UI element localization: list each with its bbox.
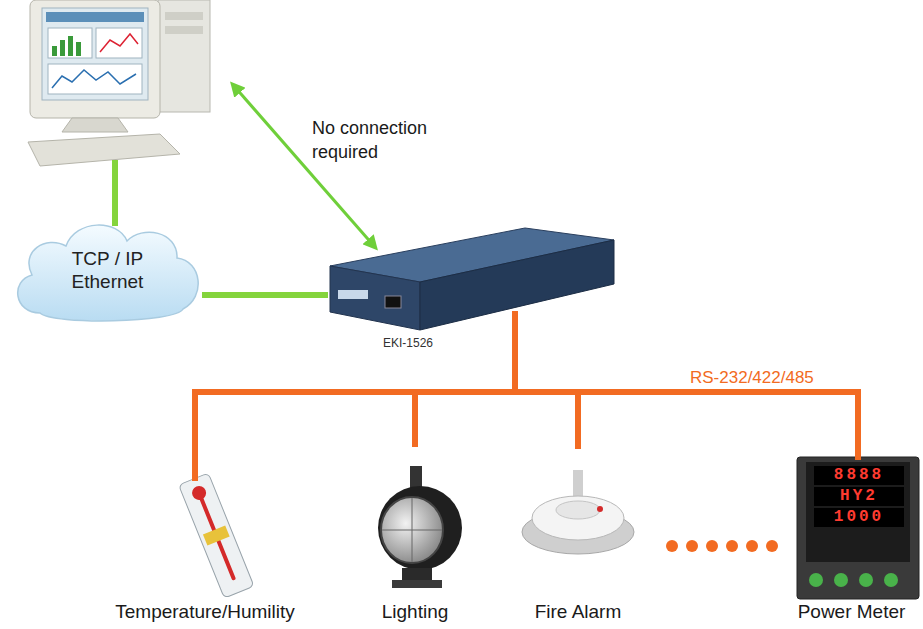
- continuation-dots: [666, 540, 778, 552]
- cloud-shape: [18, 225, 198, 321]
- screen-panel: [96, 28, 142, 58]
- chart-line: [52, 70, 136, 88]
- bus-label: RS-232/422/485: [690, 368, 814, 388]
- meter-reading: 8888: [814, 466, 904, 485]
- meter-display: [814, 466, 904, 485]
- network-cloud: TCP / IP Ethernet: [10, 215, 205, 325]
- sensor-device: Temperature/Humility: [80, 478, 330, 626]
- drive-slot: [165, 12, 203, 20]
- meter-button: [809, 573, 823, 587]
- model-name: EKI-1526: [383, 336, 433, 350]
- device-name: Fire Alarm: [535, 600, 622, 626]
- device-name: Lighting: [382, 600, 449, 626]
- device-name: Temperature/Humility: [115, 600, 295, 626]
- device-front: [330, 266, 420, 330]
- keyboard: [28, 134, 180, 166]
- sensor-bulb: [190, 484, 208, 502]
- meter-reading: 1000: [814, 508, 904, 527]
- lamp-housing: [378, 486, 462, 570]
- drive-slot: [165, 26, 203, 34]
- chart-line: [100, 34, 138, 52]
- meter-display: [814, 487, 904, 506]
- monitor-frame: [30, 0, 160, 118]
- dot: [726, 540, 738, 552]
- note-text: No connection required: [312, 116, 488, 164]
- detector-cap: [556, 501, 600, 519]
- serial-bus-wire: [195, 314, 515, 478]
- sensor-plate: [179, 473, 254, 598]
- dot: [706, 540, 718, 552]
- meter-button: [834, 573, 848, 587]
- meter-reading: HY2: [814, 487, 904, 506]
- chart-bar: [60, 40, 65, 56]
- serial-bus-wire: [515, 314, 578, 446]
- device-logo: [338, 290, 368, 299]
- sensor-tube: [200, 495, 234, 578]
- lighting-device: Lighting: [355, 444, 475, 626]
- device-port: [385, 296, 401, 308]
- lamp-illustration: [378, 466, 462, 588]
- ethernet-wire: [112, 160, 118, 226]
- dot: [686, 540, 698, 552]
- device-server: EKI-1526: [325, 228, 615, 314]
- smoke-detector-illustration: [522, 470, 634, 554]
- tower-case: [158, 0, 210, 112]
- chart-bar: [52, 46, 57, 56]
- serial-bus-wire: [415, 314, 515, 444]
- lamp-grid: [382, 530, 442, 531]
- chart-bar: [68, 36, 73, 56]
- monitor-base: [62, 118, 128, 132]
- computer-illustration: [28, 0, 210, 166]
- dot: [746, 540, 758, 552]
- serial-bus-wire: [515, 314, 858, 457]
- screen-panel: [48, 64, 142, 94]
- meter-display: [814, 508, 904, 527]
- lamp-mount: [402, 568, 432, 582]
- thermometer-illustration: [179, 473, 254, 598]
- cloud-outline: [10, 215, 205, 325]
- meter-button: [884, 573, 898, 587]
- monitor-screen: [42, 8, 148, 100]
- meter-case: [797, 457, 919, 599]
- screen-panel: [48, 28, 92, 58]
- chart-bar: [76, 42, 81, 56]
- network-name: TCP / IP Ethernet: [52, 247, 164, 293]
- detector-dome: [532, 496, 624, 540]
- meter-button: [859, 573, 873, 587]
- power-meter-illustration: [797, 457, 919, 599]
- lamp-lens: [381, 497, 443, 563]
- alarm-device: Fire Alarm: [500, 446, 656, 626]
- sensor-clip: [203, 525, 230, 545]
- ethernet-wire: [205, 292, 325, 298]
- meter-bezel: [806, 462, 910, 562]
- detector-led: [597, 506, 603, 512]
- lamp-base: [392, 580, 442, 588]
- device-name: Power Meter: [798, 600, 906, 626]
- dot: [666, 540, 678, 552]
- virtual-link-arrow: [234, 86, 374, 246]
- screen-bar: [46, 12, 144, 22]
- dot: [766, 540, 778, 552]
- device-server-illustration: [330, 228, 614, 330]
